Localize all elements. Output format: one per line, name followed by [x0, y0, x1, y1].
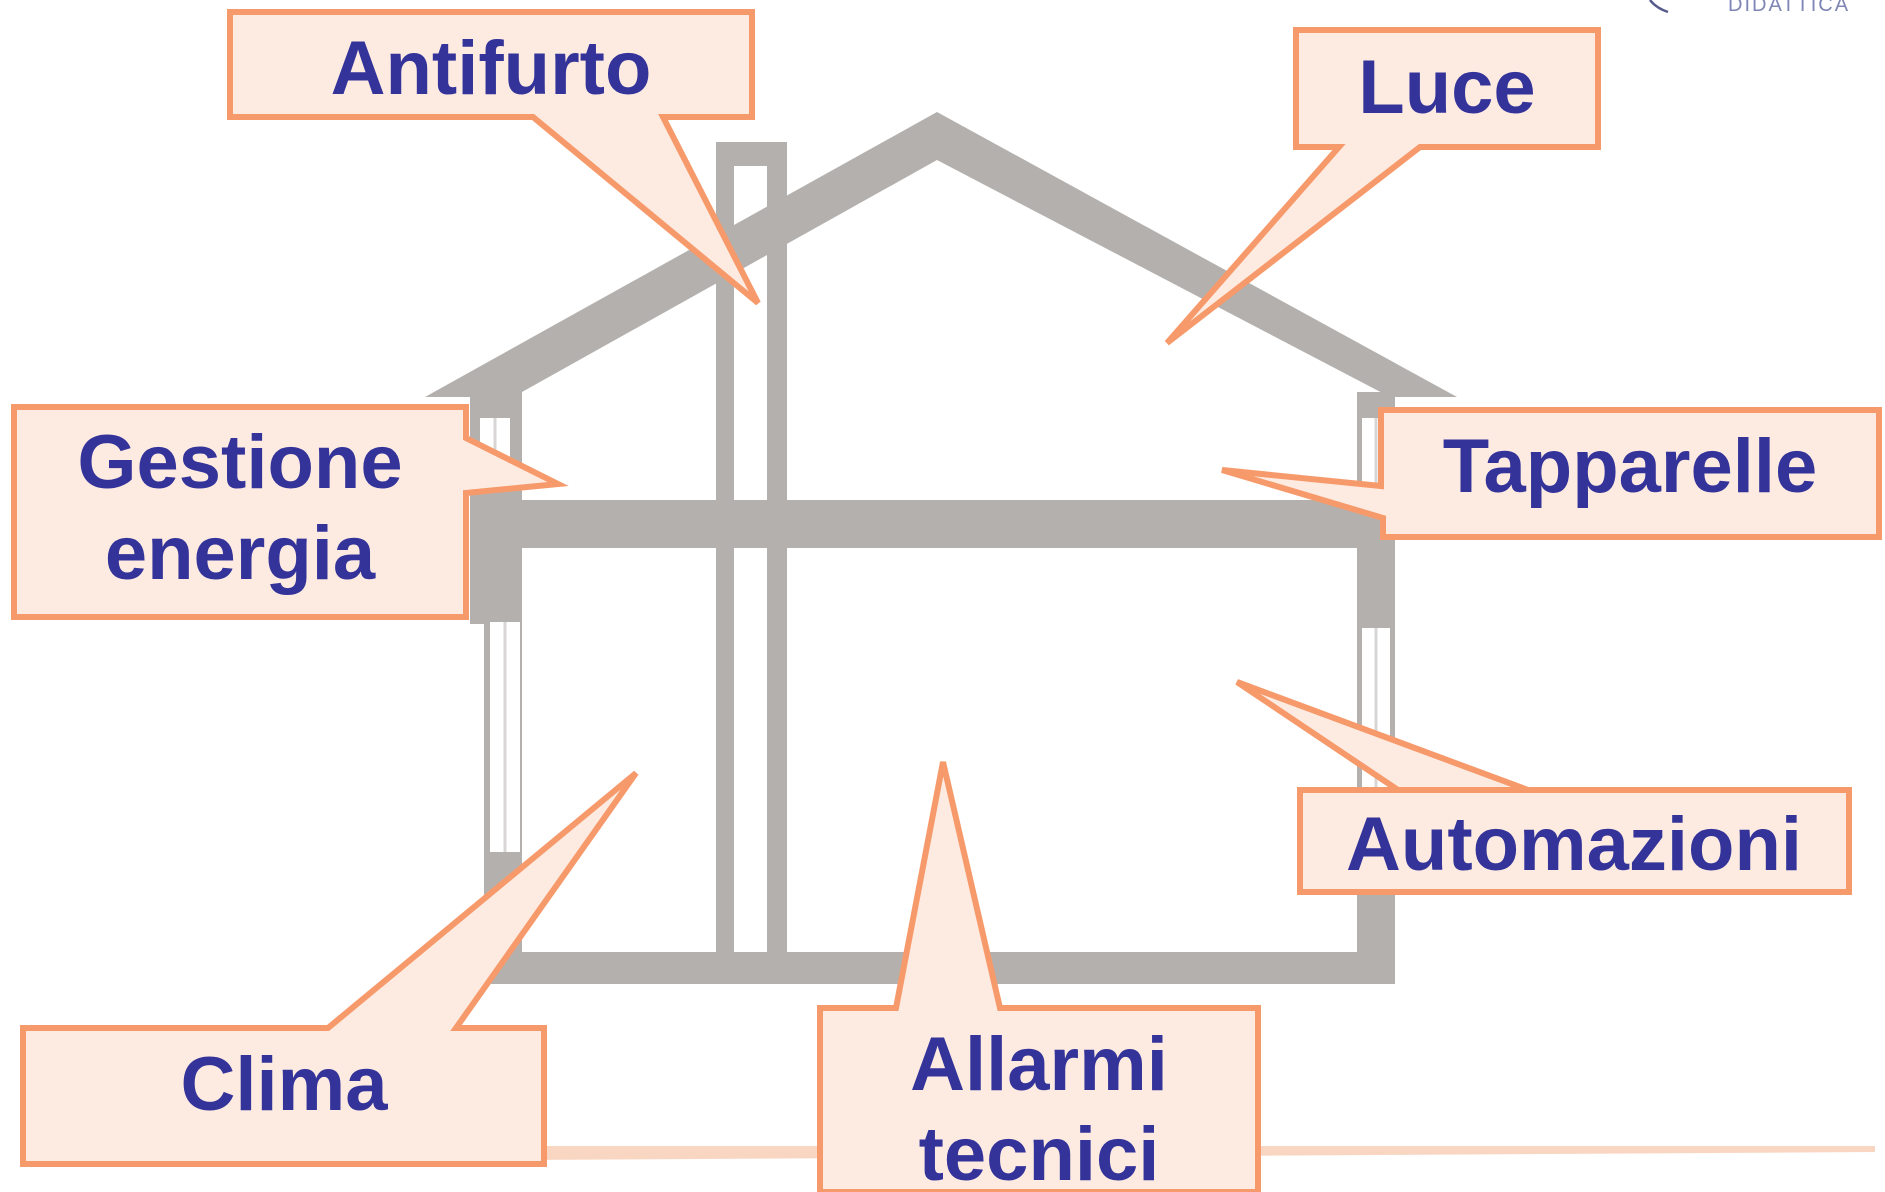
house-roof — [425, 112, 1457, 397]
callout-automazioni — [1235, 679, 1852, 895]
logo-text: DIDATTICA — [1728, 0, 1850, 16]
publisher-logo: DIDATTICA — [1649, 0, 1850, 16]
callout-gestione-energia — [11, 404, 569, 620]
label-allarmi-line2: tecnici — [919, 1112, 1160, 1192]
middle-floor-slab — [470, 500, 1395, 548]
logo-swoosh-icon — [1649, 0, 1669, 14]
left-eave-post — [470, 392, 522, 414]
label-gestione-line1: Gestione — [77, 420, 402, 505]
callout-tapparelle — [1221, 407, 1882, 540]
label-automazioni: Automazioni — [1346, 802, 1802, 887]
callout-luce — [1164, 27, 1601, 346]
label-gestione-line2: energia — [105, 511, 376, 596]
label-antifurto: Antifurto — [331, 26, 652, 111]
chimney-left-wall — [716, 142, 734, 984]
chimney-right-wall — [767, 142, 787, 984]
label-tapparelle: Tapparelle — [1443, 424, 1818, 509]
label-allarmi-line1: Allarmi — [910, 1022, 1168, 1107]
chimney-cap — [716, 142, 787, 166]
callout-allarmi-tecnici — [817, 761, 1261, 1192]
label-luce: Luce — [1358, 45, 1535, 130]
callout-antifurto — [227, 9, 761, 306]
callout-clima — [20, 770, 639, 1167]
label-clima: Clima — [181, 1042, 389, 1127]
